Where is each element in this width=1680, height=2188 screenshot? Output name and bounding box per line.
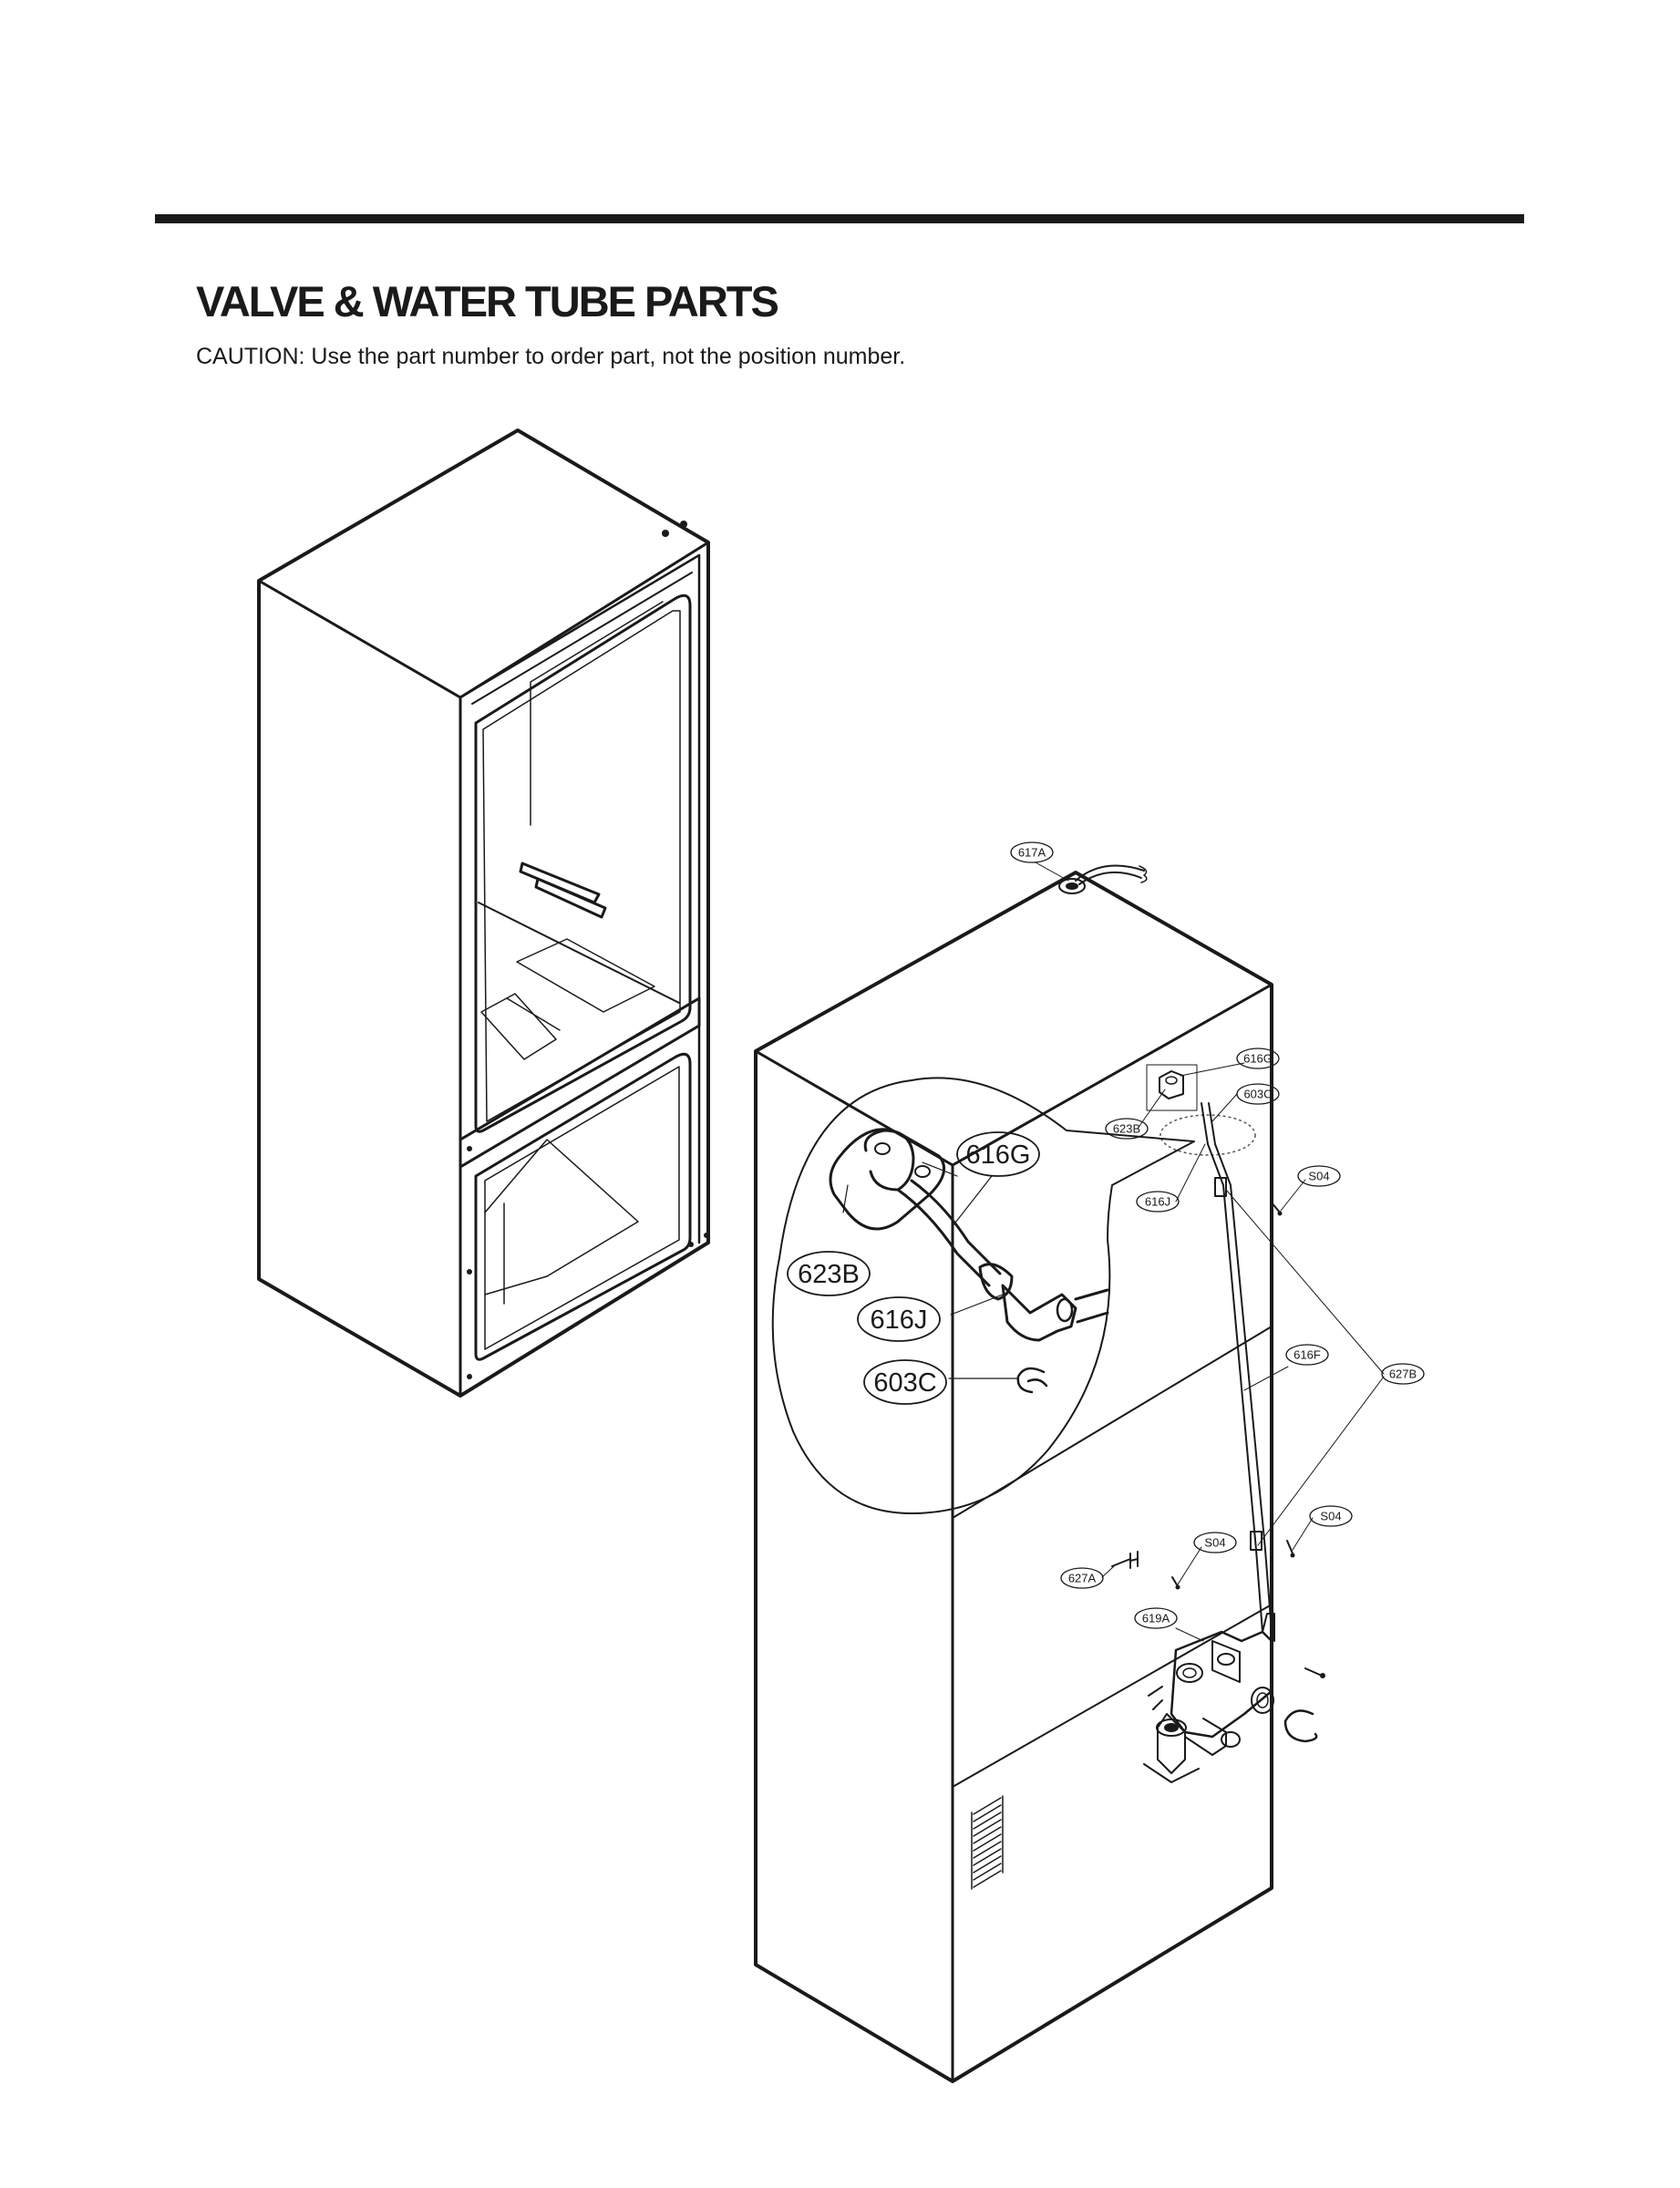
callout-619A: 619A	[1134, 1607, 1178, 1629]
detail-magnifier-outline	[771, 1077, 1195, 1514]
callout-S04-upper: S04	[1297, 1165, 1341, 1187]
detail-callout-623B: 623B	[787, 1251, 871, 1296]
header-rule	[155, 214, 1524, 223]
rear-vent-grille	[971, 1795, 1004, 1890]
detail-callout-616J-label: 616J	[871, 1306, 928, 1335]
callout-616G: 616G	[1236, 1048, 1280, 1069]
callout-627A: 627A	[1060, 1567, 1104, 1589]
page-title: VALVE & WATER TUBE PARTS	[196, 277, 779, 325]
callout-S04-right-label: S04	[1320, 1510, 1341, 1523]
snap-ring-icon	[1283, 1709, 1318, 1743]
clip-627A	[1111, 1551, 1139, 1569]
callout-S04-middle-label: S04	[1204, 1536, 1225, 1550]
detail-callout-616G: 616G	[956, 1131, 1040, 1177]
detail-callout-616G-label: 616G	[966, 1140, 1031, 1170]
detail-callout-623B-label: 623B	[798, 1260, 860, 1289]
callout-616F-label: 616F	[1293, 1348, 1321, 1362]
callout-S04-middle: S04	[1193, 1532, 1237, 1553]
callout-617A-label: 617A	[1018, 846, 1046, 860]
callout-616F: 616F	[1285, 1344, 1329, 1366]
detail-callout-603C-label: 603C	[873, 1368, 936, 1398]
callout-627A-label: 627A	[1068, 1572, 1097, 1585]
rear-cabinet-illustration	[754, 862, 1385, 2083]
callout-S04-upper-label: S04	[1308, 1170, 1329, 1183]
tube-holder-bracket	[1159, 1070, 1184, 1099]
caution-note: CAUTION: Use the part number to order pa…	[196, 344, 906, 369]
detail-callout-603C: 603C	[863, 1359, 947, 1405]
callout-623B-label: 623B	[1113, 1122, 1140, 1136]
detail-callout-616J: 616J	[857, 1296, 941, 1342]
water-inlet-grommet	[1058, 864, 1148, 894]
front-cabinet-illustration	[257, 428, 710, 1398]
screw-S04	[1171, 1201, 1325, 1678]
callout-617A: 617A	[1010, 841, 1054, 863]
detail-view	[829, 1128, 1109, 1394]
callout-627B-label: 627B	[1389, 1368, 1417, 1381]
callout-603C: 603C	[1236, 1083, 1280, 1105]
water-valve-619A	[1143, 1613, 1275, 1783]
callout-627B: 627B	[1381, 1363, 1425, 1385]
callout-619A-label: 619A	[1142, 1612, 1170, 1626]
callout-603C-label: 603C	[1243, 1088, 1272, 1101]
callout-616J-label: 616J	[1145, 1195, 1170, 1209]
callout-S04-right: S04	[1309, 1505, 1353, 1527]
callout-623B: 623B	[1105, 1118, 1149, 1140]
callout-616J: 616J	[1136, 1191, 1180, 1213]
callout-616G-label: 616G	[1243, 1052, 1273, 1066]
